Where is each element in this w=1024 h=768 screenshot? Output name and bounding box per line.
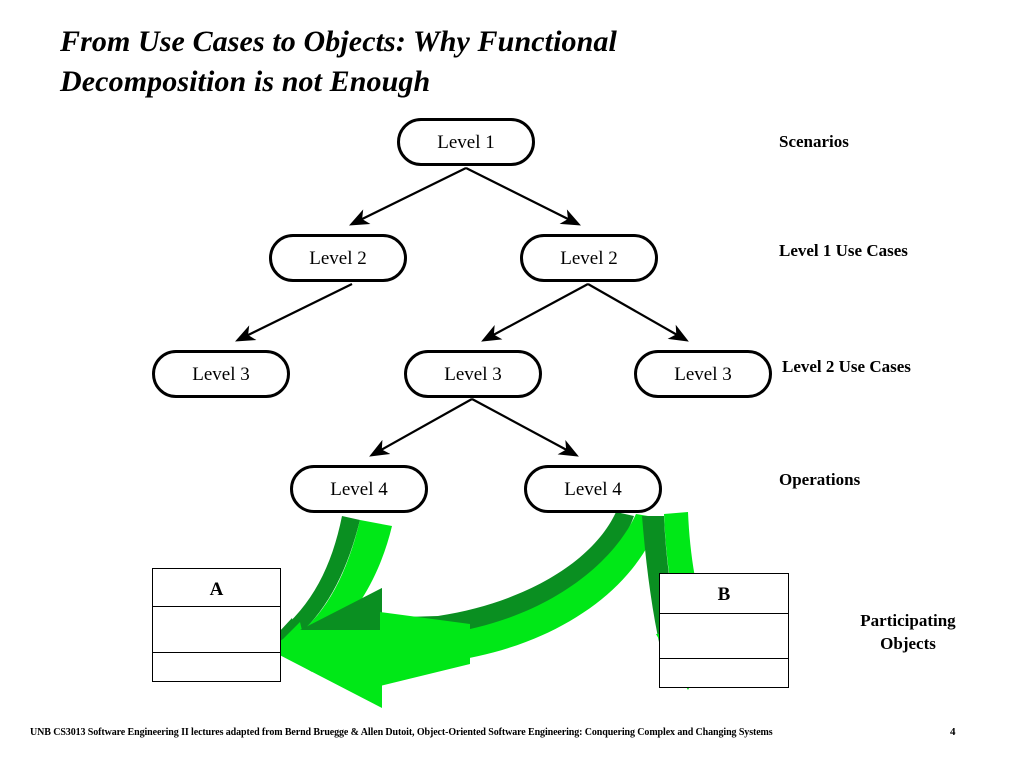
tree-node-level3-right[interactable]: Level 3	[634, 350, 772, 398]
class-operations-compartment	[660, 659, 788, 688]
tree-node-level3-left[interactable]: Level 3	[152, 350, 290, 398]
stage-label-operations: Operations	[779, 470, 861, 489]
class-name-compartment: B	[660, 574, 788, 614]
class-box-a[interactable]: A	[152, 568, 281, 682]
connector-level1-to-level2a	[349, 167, 467, 226]
class-attributes-compartment	[153, 607, 280, 653]
connector-level3b-to-level4b	[471, 398, 579, 457]
class-name-label: A	[209, 579, 224, 600]
tree-node-level4-left[interactable]: Level 4	[290, 465, 428, 513]
tree-node-label: Level 3	[674, 363, 732, 385]
tree-node-label: Level 4	[330, 478, 388, 500]
tree-node-level4-right[interactable]: Level 4	[524, 465, 662, 513]
page-number: 4	[950, 726, 956, 738]
tree-node-level2-right[interactable]: Level 2	[520, 234, 658, 282]
connector-level2b-to-level3b	[481, 283, 589, 342]
class-name-label: B	[717, 584, 731, 605]
tree-node-label: Level 4	[564, 478, 622, 500]
stage-label-level1-use-cases: Level 1 Use Cases	[779, 241, 908, 260]
class-box-b[interactable]: B	[659, 573, 789, 688]
green-arrow-level4b-to-class-a	[266, 512, 660, 708]
footer-attribution: UNB CS3013 Software Engineering II lectu…	[30, 727, 773, 738]
tree-node-level1[interactable]: Level 1	[397, 118, 535, 166]
stage-label-scenarios: Scenarios	[779, 132, 849, 151]
class-operations-compartment	[153, 653, 280, 682]
tree-node-level3-middle[interactable]: Level 3	[404, 350, 542, 398]
connector-level2b-to-level3c	[587, 283, 689, 342]
connector-level3b-to-level4a	[369, 398, 473, 457]
connector-level1-to-level2b	[465, 167, 581, 226]
tree-node-label: Level 3	[444, 363, 502, 385]
tree-node-label: Level 2	[309, 247, 367, 269]
stage-label-participating-objects: Participating Objects	[860, 611, 956, 653]
stage-label-level2-use-cases: Level 2 Use Cases	[782, 357, 911, 376]
tree-node-label: Level 2	[560, 247, 618, 269]
class-attributes-compartment	[660, 614, 788, 659]
tree-node-label: Level 3	[192, 363, 250, 385]
page-title: From Use Cases to Objects: Why Functiona…	[60, 25, 617, 98]
tree-node-level2-left[interactable]: Level 2	[269, 234, 407, 282]
tree-node-label: Level 1	[437, 131, 495, 153]
connector-level2a-to-level3a	[235, 283, 353, 342]
class-name-compartment: A	[153, 569, 280, 607]
